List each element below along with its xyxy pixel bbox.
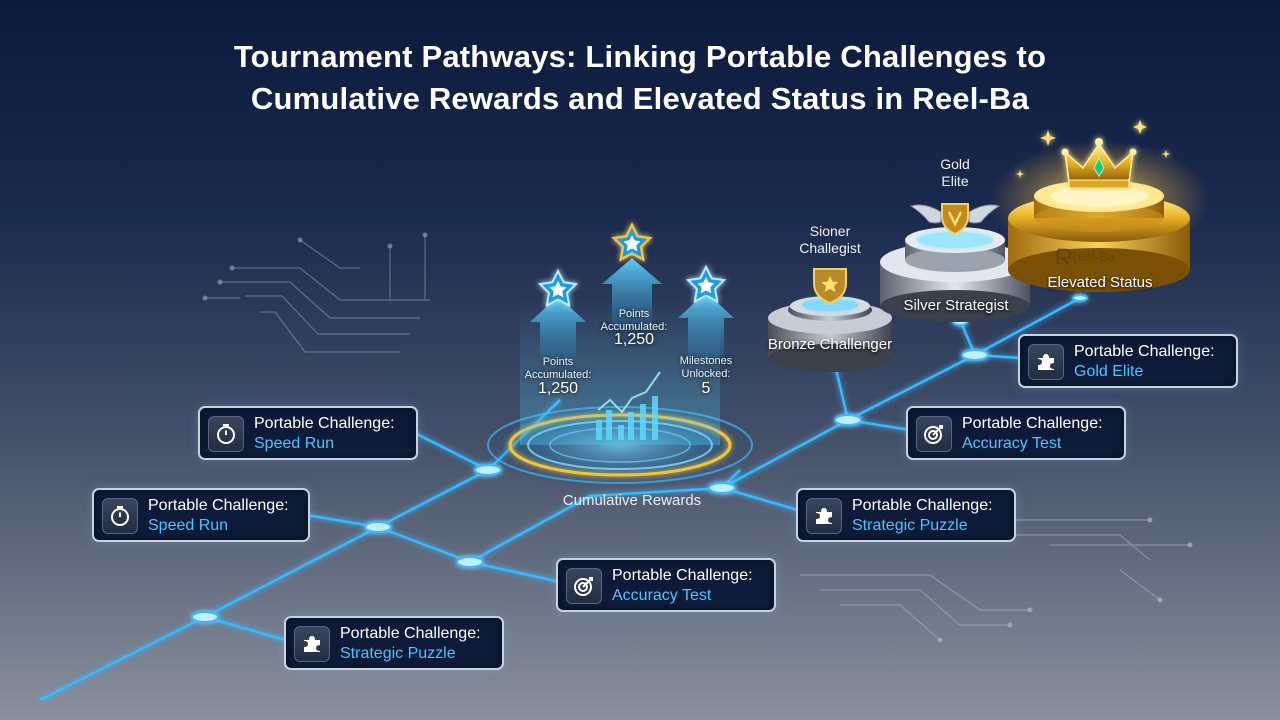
challenge-card-name: Gold Elite: [1074, 363, 1144, 380]
gold-pedestal: [990, 140, 1210, 292]
circuit-dots-right: [937, 517, 1193, 643]
challenge-card-name: Strategic Puzzle: [852, 517, 968, 534]
challenge-card-title: Portable Challenge:: [148, 497, 289, 514]
left-points-value: 1,250: [537, 380, 579, 397]
cumulative-rewards-label: Cumulative Rewards: [562, 492, 702, 509]
bronze-pedestal: [768, 296, 892, 372]
milestones-value: 5: [701, 380, 711, 397]
page-title: Tournament Pathways: Linking Portable Ch…: [0, 36, 1280, 120]
target-icon: [916, 416, 952, 452]
bronze-top-label: Sioner Challegist: [799, 223, 861, 256]
challenge-card-name: Speed Run: [254, 435, 335, 452]
winged-shield-icon: [909, 203, 1001, 236]
challenge-card-title: Portable Challenge:: [1074, 343, 1215, 360]
left-points-label: Points Accumulated:: [524, 356, 592, 381]
challenge-card-title: Portable Challenge:: [340, 625, 481, 642]
circuit-dots-left: [202, 232, 428, 301]
puzzle-icon: [806, 498, 842, 534]
challenge-card-title: Portable Challenge:: [254, 415, 395, 432]
page-title-line-1: Tournament Pathways: Linking Portable Ch…: [233, 39, 1047, 74]
sparkle-icons: [1016, 120, 1170, 178]
challenge-card-strategic-puzzle-1[interactable]: Portable Challenge: Strategic Puzzle: [284, 616, 504, 670]
target-icon: [566, 568, 602, 604]
challenge-card-strategic-puzzle-2[interactable]: Portable Challenge: Strategic Puzzle: [796, 488, 1016, 542]
milestones-label: Milestones Unlocked:: [679, 355, 733, 380]
challenge-card-name: Strategic Puzzle: [340, 645, 456, 662]
reel-ba-brand: Reel-Ba: [1068, 249, 1115, 264]
challenge-card-title: Portable Challenge:: [962, 415, 1103, 432]
circuit-traces-left: [205, 235, 430, 353]
crown-icon: [1061, 138, 1137, 189]
challenge-card-speed-run-1[interactable]: Portable Challenge: Speed Run: [198, 406, 418, 460]
elevated-status-label: Elevated Status: [1047, 274, 1153, 291]
center-points-value: 1,250: [613, 331, 655, 348]
challenge-card-title: Portable Challenge:: [852, 497, 993, 514]
silver-strategist-label: Silver Strategist: [903, 297, 1009, 314]
up-arrows: [530, 258, 734, 360]
challenge-card-gold-elite[interactable]: Portable Challenge: Gold Elite: [1018, 334, 1238, 388]
puzzle-icon: [294, 626, 330, 662]
challenge-card-accuracy-test-2[interactable]: Portable Challenge: Accuracy Test: [906, 406, 1126, 460]
silver-top-label: Gold Elite: [940, 156, 970, 189]
reel-ba-logo-icon: [1056, 248, 1072, 265]
puzzle-icon: [1028, 344, 1064, 380]
challenge-card-title: Portable Challenge:: [612, 567, 753, 584]
circuit-traces-right: [800, 519, 1190, 641]
bronze-challenger-label: Bronze Challenger: [767, 336, 893, 353]
stopwatch-icon: [208, 416, 244, 452]
challenge-card-accuracy-test-1[interactable]: Portable Challenge: Accuracy Test: [556, 558, 776, 612]
star-badges: [537, 222, 727, 308]
bronze-shield-icon: [813, 268, 847, 305]
challenge-card-name: Accuracy Test: [612, 587, 712, 604]
stopwatch-icon: [102, 498, 138, 534]
challenge-card-name: Speed Run: [148, 517, 229, 534]
rewards-bar-chart: [596, 371, 661, 440]
silver-pedestal: [880, 227, 1030, 322]
center-points-label: Points Accumulated:: [600, 308, 668, 333]
challenge-card-speed-run-2[interactable]: Portable Challenge: Speed Run: [92, 488, 310, 542]
page-title-line-2: Cumulative Rewards and Elevated Status i…: [250, 81, 1030, 116]
challenge-card-name: Accuracy Test: [962, 435, 1062, 452]
